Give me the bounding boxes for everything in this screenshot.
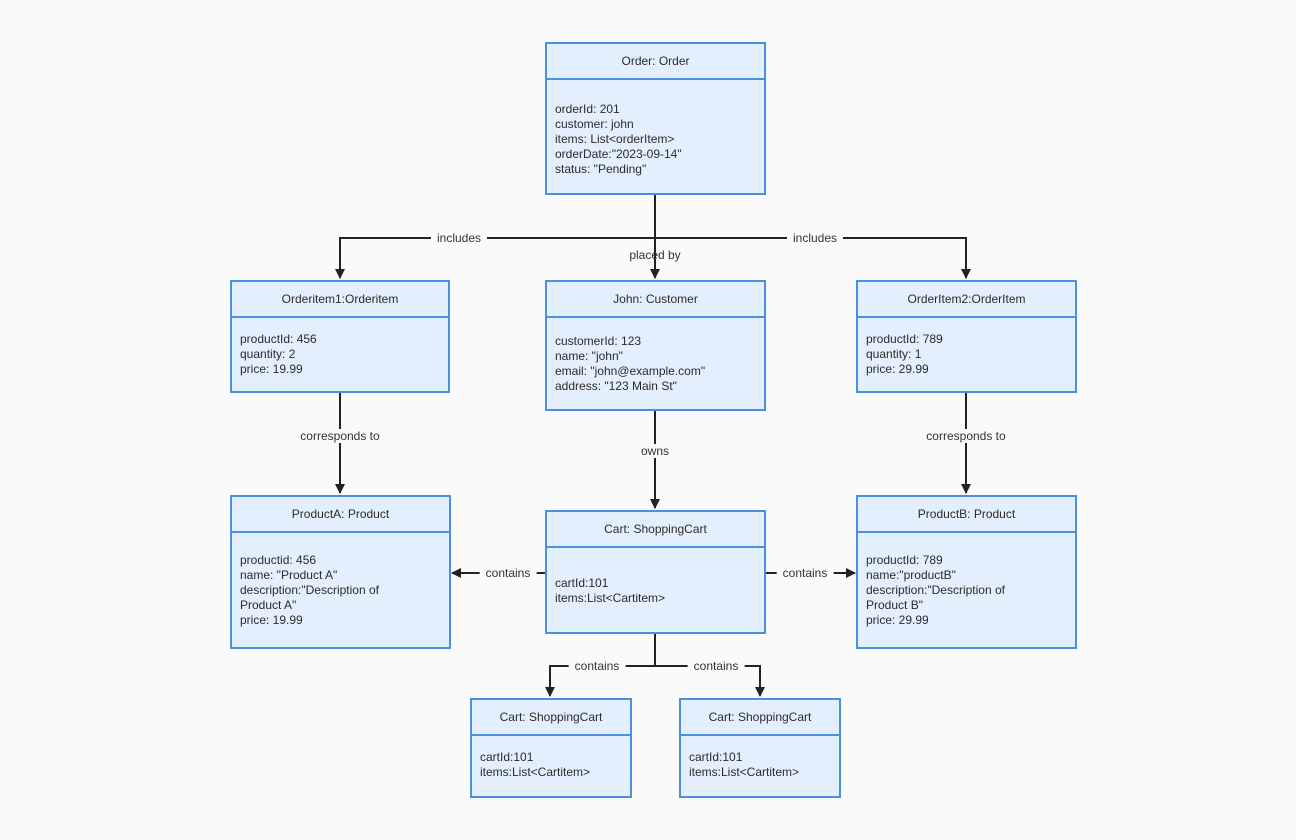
- node-field: price: 29.99: [866, 362, 929, 376]
- node-field: quantity: 1: [866, 347, 922, 361]
- node-field: status: "Pending": [555, 162, 647, 176]
- node-field: cartId:101: [480, 750, 534, 764]
- edge-includes-left: [335, 237, 655, 279]
- node-field: name: "Product A": [240, 568, 338, 582]
- node-field: items:List<Cartitem>: [480, 765, 591, 779]
- edge-label-contains-right: contains: [776, 566, 834, 580]
- node-field: price: 29.99: [866, 613, 929, 627]
- node-field: Product A": [240, 598, 297, 612]
- node-field: Product B": [866, 598, 923, 612]
- node-field: items:List<Cartitem>: [689, 765, 800, 779]
- node-field: description:"Description of: [240, 583, 379, 597]
- node-title: Cart: ShoppingCart: [547, 512, 764, 548]
- node-field: name: "john": [555, 349, 623, 363]
- node-title: OrderItem2:OrderItem: [858, 282, 1075, 318]
- node-field: orderId: 201: [555, 102, 620, 116]
- edge-label-owns: owns: [634, 444, 676, 458]
- node-field: address: "123 Main St": [555, 379, 677, 393]
- node-field: productId: 456: [240, 332, 317, 346]
- node-field: price: 19.99: [240, 613, 303, 627]
- node-field: quantity: 2: [240, 347, 296, 361]
- edge-label-placed-by: placed by: [629, 248, 681, 262]
- edge-label-contains-bottom-right: contains: [687, 659, 745, 673]
- node-field: email: "john@example.com": [555, 364, 706, 378]
- node-field: productId: 789: [866, 332, 943, 346]
- node-field: price: 19.99: [240, 362, 303, 376]
- node-title: Order: Order: [547, 44, 764, 80]
- edge-label-contains-bottom-left: contains: [568, 659, 626, 673]
- node-title: ProductA: Product: [232, 497, 449, 533]
- node-field: cartId:101: [689, 750, 743, 764]
- node-title: ProductB: Product: [858, 497, 1075, 533]
- edge-label-contains-left: contains: [479, 566, 537, 580]
- edge-label-corresponds-right: corresponds to: [920, 429, 1012, 443]
- node-field: cartId:101: [555, 576, 609, 590]
- node-field: items:List<Cartitem>: [555, 591, 666, 605]
- node-field: productId: 789: [866, 553, 943, 567]
- edge-label-corresponds-left: corresponds to: [294, 429, 386, 443]
- node-title: Cart: ShoppingCart: [472, 700, 630, 736]
- node-field: productid: 456: [240, 553, 317, 567]
- node-title: John: Customer: [547, 282, 764, 318]
- node-field: name:"productB": [866, 568, 956, 582]
- node-title: Cart: ShoppingCart: [681, 700, 839, 736]
- node-title: Orderitem1:Orderitem: [232, 282, 448, 318]
- node-field: customer: john: [555, 117, 634, 131]
- node-field: description:"Description of: [866, 583, 1005, 597]
- edge-includes-right: [655, 237, 971, 279]
- node-field: orderDate:"2023-09-14": [555, 147, 682, 161]
- node-field: items: List<orderItem>: [555, 132, 675, 146]
- node-field: customerId: 123: [555, 334, 642, 348]
- edge-label-includes-right: includes: [786, 231, 844, 245]
- edge-label-includes-left: includes: [430, 231, 488, 245]
